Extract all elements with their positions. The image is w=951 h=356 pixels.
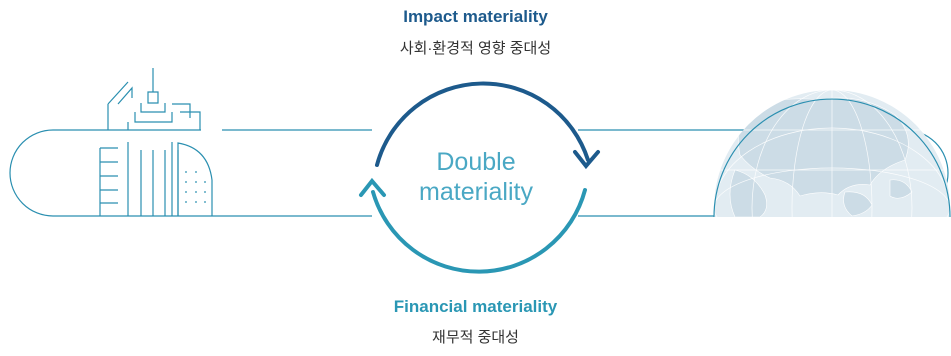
globe-icon <box>713 90 951 326</box>
center-line-1: Double <box>436 148 516 176</box>
center-line-2: materiality <box>419 178 533 206</box>
impact-materiality-title: Impact materiality <box>403 7 548 26</box>
left-capsule-outline <box>9 129 372 217</box>
financial-materiality-title: Financial materiality <box>393 297 558 316</box>
financial-arc <box>371 188 587 274</box>
city-buildings-icon <box>99 68 213 216</box>
impact-materiality-subtitle: 사회·환경적 영향 중대성 <box>399 40 552 57</box>
arrow-left-icon <box>359 177 386 197</box>
financial-materiality-subtitle: 재무적 중대성 <box>432 329 519 346</box>
arrow-right-icon <box>573 150 600 170</box>
globe-outline <box>713 98 951 218</box>
double-materiality-label: Double materiality <box>376 147 576 207</box>
cycle-ring <box>359 81 600 274</box>
impact-arc <box>375 81 590 167</box>
